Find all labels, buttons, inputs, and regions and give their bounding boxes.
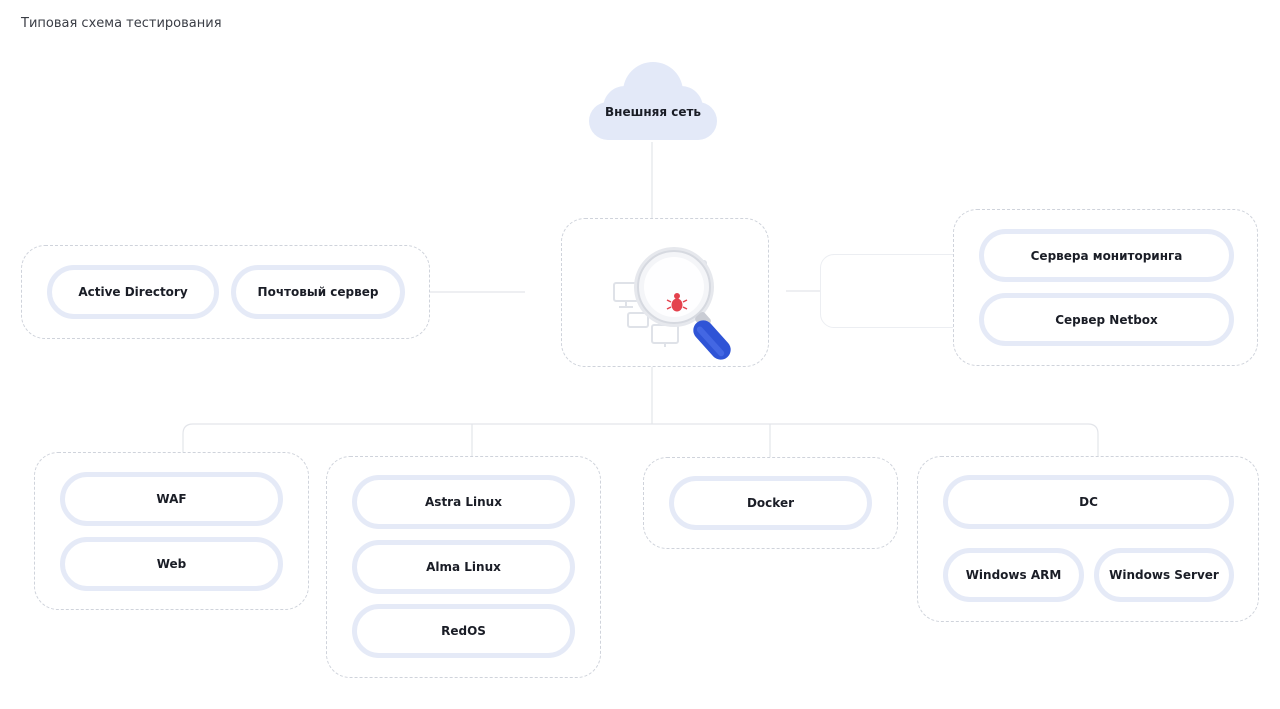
bug-icon [666, 293, 688, 312]
node-astra-linux[interactable]: Astra Linux [352, 475, 575, 529]
node-redos[interactable]: RedOS [352, 604, 575, 658]
connector-bus [182, 423, 1099, 456]
connector-frame [820, 254, 970, 328]
node-docker[interactable]: Docker [669, 476, 872, 530]
cloud-icon [589, 62, 717, 140]
node-web[interactable]: Web [60, 537, 283, 591]
node-monitoring-servers[interactable]: Сервера мониторинга [979, 229, 1234, 282]
node-mail-server[interactable]: Почтовый сервер [231, 265, 405, 319]
node-dc[interactable]: DC [943, 475, 1234, 529]
magnifier-handle [693, 312, 731, 360]
node-windows-arm[interactable]: Windows ARM [943, 548, 1084, 602]
node-alma-linux[interactable]: Alma Linux [352, 540, 575, 594]
page-title: Типовая схема тестирования [21, 16, 222, 31]
scanner-node[interactable] [561, 218, 769, 367]
node-windows-server[interactable]: Windows Server [1094, 548, 1234, 602]
external-network-label: Внешняя сеть [605, 105, 701, 119]
node-waf[interactable]: WAF [60, 472, 283, 526]
magnifier-illustration [613, 247, 731, 360]
node-netbox-server[interactable]: Сервер Netbox [979, 293, 1234, 346]
node-active-directory[interactable]: Active Directory [47, 265, 219, 319]
